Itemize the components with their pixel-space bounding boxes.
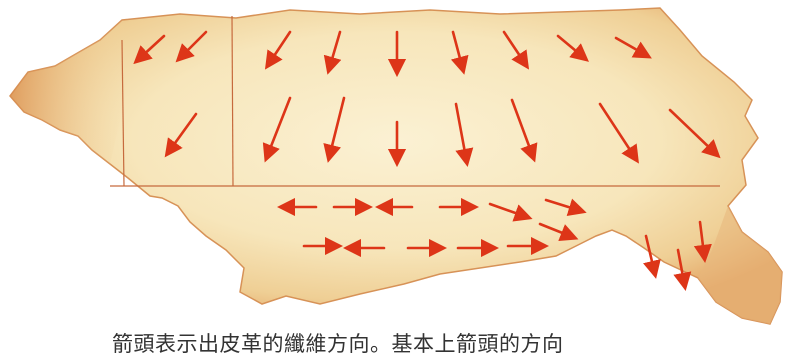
fiber-direction-arrow-icon [450,30,469,75]
leather-hide-diagram [9,7,783,325]
fiber-arrows [133,30,721,291]
fiber-direction-arrow-icon [614,36,652,59]
vertical-guide-line-right [231,15,234,187]
fiber-direction-arrow-icon [544,198,587,216]
fiber-direction-arrow-icon [673,248,692,291]
fiber-direction-arrow-icon [502,30,530,70]
hide-left-edge-shading [10,20,132,164]
caption-text: 箭頭表示出皮革的纖維方向。基本上箭頭的方向 [112,332,564,356]
fiber-direction-arrow-icon [164,112,198,158]
fiber-direction-arrow-icon [264,30,292,70]
fiber-direction-arrow-icon [323,30,342,75]
fiber-direction-arrow-icon [598,102,639,164]
hide-right-leg-shading [698,206,782,324]
fiber-direction-arrow-icon [693,220,712,264]
fiber-direction-arrow-icon [133,34,166,65]
fiber-direction-arrow-icon [262,96,292,163]
fiber-direction-arrow-icon [510,98,538,163]
fiber-direction-arrow-icon [454,102,474,167]
fiber-direction-arrow-icon [488,202,533,222]
fiber-direction-arrow-icon [538,222,579,242]
fiber-direction-arrow-icon [668,108,721,159]
fiber-direction-arrow-icon [643,234,661,279]
fiber-direction-arrow-icon [556,34,589,62]
vertical-guide-line-left [121,39,125,187]
fiber-direction-arrow-icon [175,30,208,63]
guide-lines [110,15,720,187]
fiber-direction-arrow-icon [323,96,346,163]
